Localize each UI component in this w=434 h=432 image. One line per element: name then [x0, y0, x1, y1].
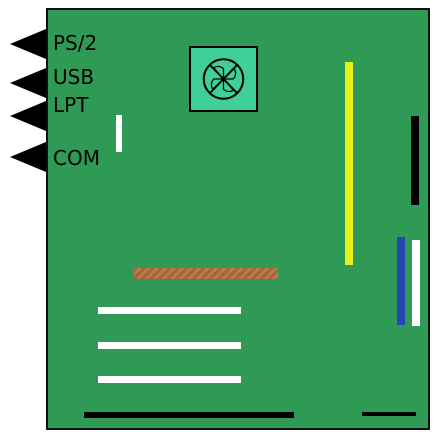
blue-ide-slot	[397, 237, 405, 325]
usb-arrow-icon	[10, 68, 46, 98]
header-connector-white	[116, 115, 122, 152]
yellow-expansion-slot	[345, 62, 353, 265]
ram-slot-1	[98, 307, 241, 314]
cpu-fan-box	[189, 46, 258, 112]
usb-label: USB	[53, 65, 95, 89]
ram-slot-2	[98, 342, 241, 349]
black-short-slot	[362, 412, 416, 416]
brown-agp-slot	[134, 268, 278, 279]
black-connector-vertical	[411, 116, 419, 205]
com-arrow-icon	[10, 142, 46, 172]
ps2-arrow-icon	[10, 29, 46, 59]
com-label: COM	[53, 146, 100, 170]
fan-icon	[202, 58, 245, 100]
lpt-label: LPT	[53, 93, 89, 117]
white-ide-slot	[412, 240, 420, 326]
ram-slot-3	[98, 376, 241, 383]
lpt-arrow-icon	[10, 101, 46, 131]
ps2-label: PS/2	[53, 31, 98, 55]
black-long-slot	[84, 412, 294, 418]
